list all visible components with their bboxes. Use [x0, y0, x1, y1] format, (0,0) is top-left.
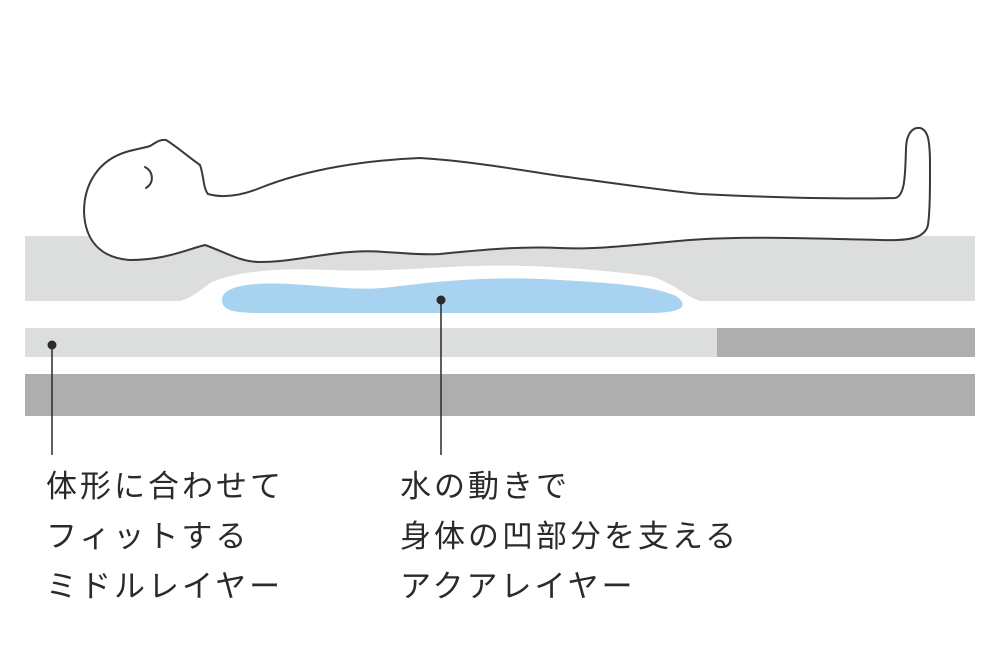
person-outline: [83, 126, 931, 263]
middle-layer-label-line-3: ミドルレイヤー: [46, 569, 284, 605]
middle-layer-leader-dot: [47, 340, 57, 350]
aqua-layer-leader-dot: [436, 295, 446, 305]
middle-layer: [25, 328, 717, 357]
middle-layer-label-line-1: 体形に合わせて: [46, 469, 284, 505]
middle-layer-label: 体形に合わせて フィットする ミドルレイヤー: [46, 462, 284, 612]
middle-layer-end-segment: [717, 328, 975, 357]
person-ear: [144, 166, 153, 189]
middle-layer-label-line-2: フィットする: [46, 519, 250, 555]
aqua-layer-label: 水の動きで 身体の凹部分を支える アクアレイヤー: [400, 462, 739, 612]
aqua-layer-label-line-3: アクアレイヤー: [400, 569, 636, 605]
base-layer: [25, 374, 975, 416]
aqua-layer: [222, 278, 683, 313]
aqua-layer-label-line-1: 水の動きで: [400, 469, 570, 505]
aqua-layer-label-line-2: 身体の凹部分を支える: [400, 519, 740, 555]
